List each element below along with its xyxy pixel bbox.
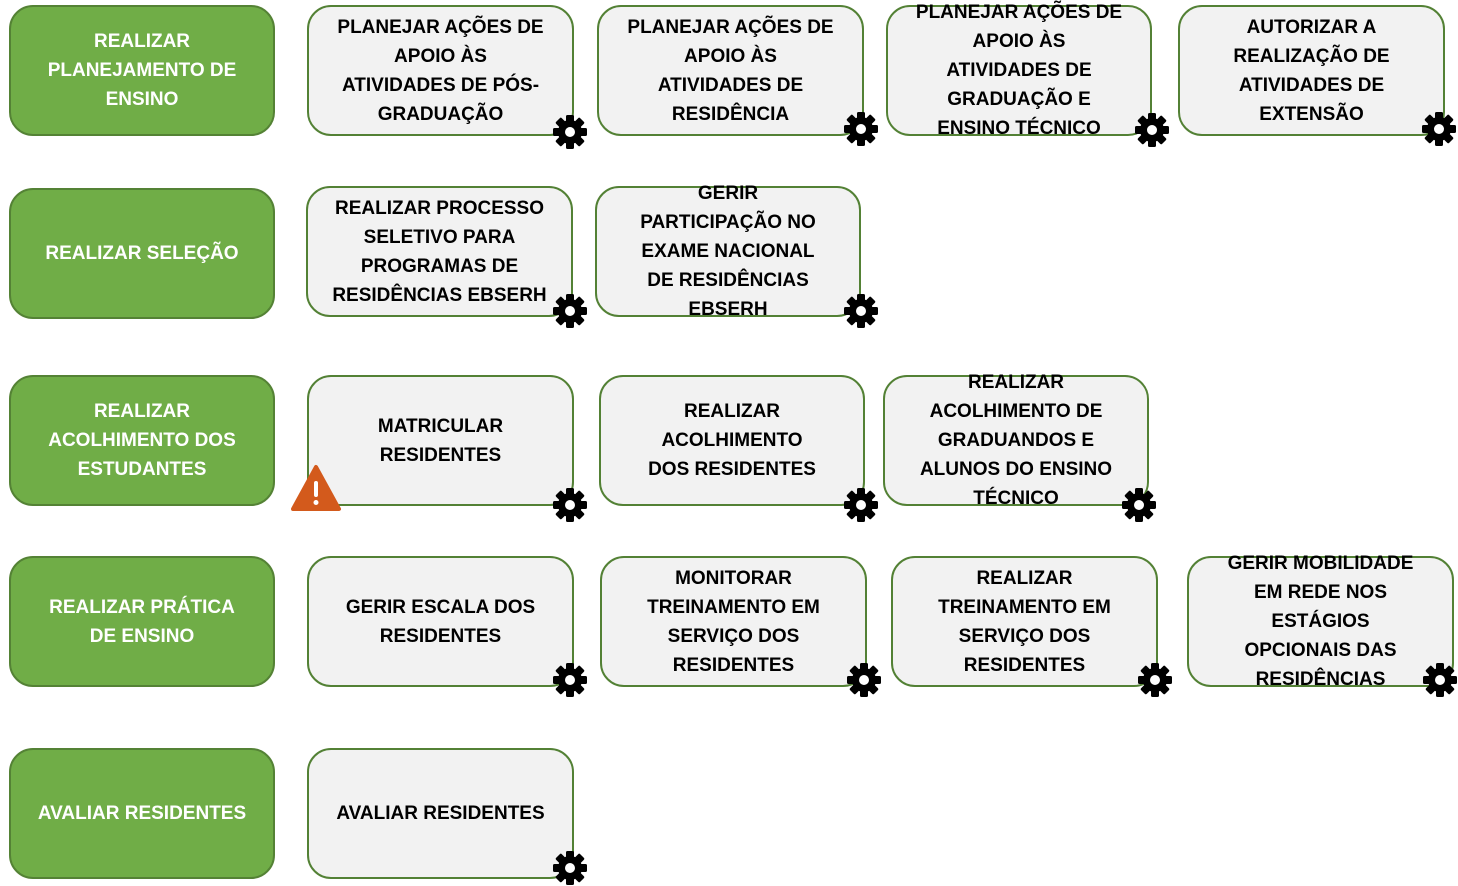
subprocess-realizar-acolhimento-residentes[interactable]: REALIZAR ACOLHIMENTO DOS RESIDENTES (599, 375, 865, 506)
gear-icon (843, 487, 879, 523)
process-avaliar-residentes[interactable]: AVALIAR RESIDENTES (9, 748, 275, 879)
process-realizar-pratica-de-ensino[interactable]: REALIZAR PRÁTICA DE ENSINO (9, 556, 275, 687)
subprocess-planejar-acoes-pos-graduacao[interactable]: PLANEJAR AÇÕES DE APOIO ÀS ATIVIDADES DE… (307, 5, 574, 136)
gear-icon (552, 293, 588, 329)
gear-icon (1121, 487, 1157, 523)
subprocess-monitorar-treinamento[interactable]: MONITORAR TREINAMENTO EM SERVIÇO DOS RES… (600, 556, 867, 687)
subprocess-realizar-treinamento[interactable]: REALIZAR TREINAMENTO EM SERVIÇO DOS RESI… (891, 556, 1158, 687)
gear-icon (1134, 112, 1170, 148)
gear-icon (552, 487, 588, 523)
subprocess-realizar-processo-seletivo[interactable]: REALIZAR PROCESSO SELETIVO PARA PROGRAMA… (306, 186, 573, 317)
subprocess-gerir-mobilidade-rede[interactable]: GERIR MOBILIDADE EM REDE NOS ESTÁGIOS OP… (1187, 553, 1454, 690)
gear-icon (843, 293, 879, 329)
gear-icon (552, 662, 588, 698)
process-realizar-planejamento-de-ensino[interactable]: REALIZAR PLANEJAMENTO DE ENSINO (9, 5, 275, 136)
gear-icon (552, 850, 588, 886)
process-realizar-selecao[interactable]: REALIZAR SELEÇÃO (9, 188, 275, 319)
gear-icon (1137, 662, 1173, 698)
subprocess-matricular-residentes[interactable]: MATRICULAR RESIDENTES (307, 375, 574, 506)
subprocess-avaliar-residentes[interactable]: AVALIAR RESIDENTES (307, 748, 574, 879)
warning-icon (291, 465, 341, 511)
gear-icon (843, 111, 879, 147)
gear-icon (1422, 662, 1458, 698)
gear-icon (1421, 111, 1457, 147)
gear-icon (846, 662, 882, 698)
subprocess-autorizar-atividades-extensao[interactable]: AUTORIZAR A REALIZAÇÃO DE ATIVIDADES DE … (1178, 5, 1445, 136)
subprocess-planejar-acoes-residencia[interactable]: PLANEJAR AÇÕES DE APOIO ÀS ATIVIDADES DE… (597, 5, 864, 136)
process-realizar-acolhimento-estudantes[interactable]: REALIZAR ACOLHIMENTO DOS ESTUDANTES (9, 375, 275, 506)
subprocess-realizar-acolhimento-graduandos[interactable]: REALIZAR ACOLHIMENTO DE GRADUANDOS E ALU… (883, 372, 1149, 509)
subprocess-gerir-participacao-exame-nacional[interactable]: GERIR PARTICIPAÇÃO NO EXAME NACIONAL DE … (595, 183, 861, 320)
gear-icon (552, 114, 588, 150)
subprocess-planejar-acoes-graduacao-ensino-tecnico[interactable]: PLANEJAR AÇÕES DE APOIO ÀS ATIVIDADES DE… (886, 2, 1152, 139)
subprocess-gerir-escala-residentes[interactable]: GERIR ESCALA DOS RESIDENTES (307, 556, 574, 687)
